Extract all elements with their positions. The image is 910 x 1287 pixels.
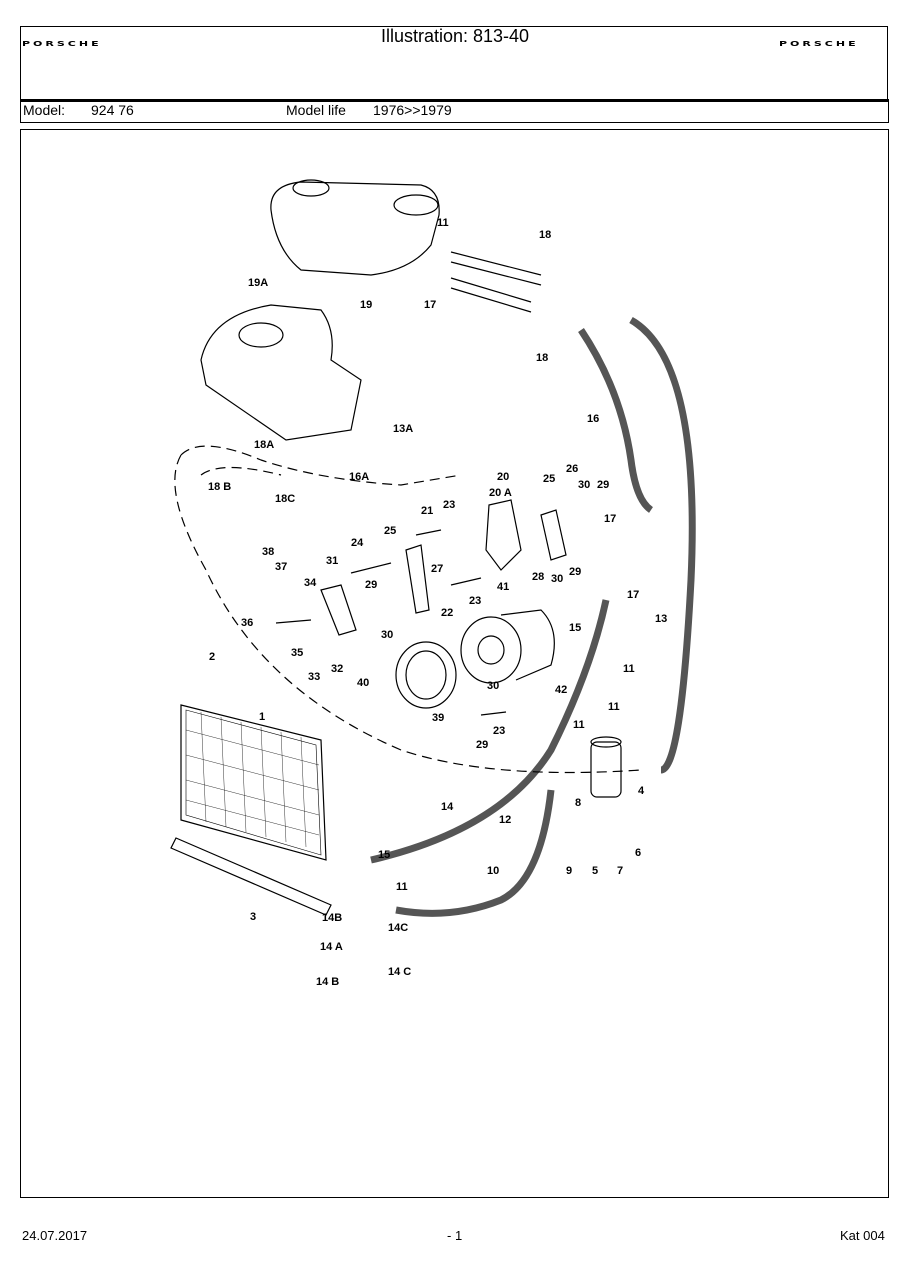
callout-39: 39	[432, 712, 444, 724]
callout-14b-bottom: 14 B	[316, 976, 339, 988]
footer-catalog: Kat 004	[840, 1228, 885, 1243]
callout-4: 4	[638, 785, 645, 797]
callout-26: 26	[566, 463, 578, 475]
condenser-shape	[180, 704, 327, 861]
callout-3: 3	[250, 911, 256, 923]
callout-11b: 11	[573, 719, 585, 731]
blower-unit-shape	[200, 304, 362, 441]
callout-30d: 30	[487, 680, 499, 692]
porsche-logo-right: PORSCHE	[779, 39, 859, 48]
callout-13a: 13A	[393, 423, 413, 435]
callout-15b: 15	[378, 849, 390, 861]
porsche-logo-left: PORSCHE	[22, 39, 102, 48]
callout-14c-bottom: 14 C	[388, 966, 411, 978]
model-life-value: 1976>>1979	[373, 102, 452, 118]
footer-date: 24.07.2017	[22, 1228, 88, 1243]
callout-11d: 11	[608, 701, 620, 713]
callout-27: 27	[431, 563, 443, 575]
diagram-frame: 1 2 3 4 5 6 7 8 9 10 11 11 11 11 11 12 1…	[20, 129, 889, 1198]
callout-30b: 30	[551, 573, 563, 585]
callout-29c: 29	[597, 479, 609, 491]
callout-30a: 30	[381, 629, 393, 641]
callout-8: 8	[575, 797, 581, 809]
callout-18a: 18	[539, 229, 551, 241]
callout-2: 2	[209, 651, 215, 663]
callout-33: 33	[308, 671, 320, 683]
model-life-label: Model life	[286, 102, 346, 118]
callout-23b: 23	[469, 595, 481, 607]
callout-14b-top: 14B	[322, 912, 342, 924]
callout-32: 32	[331, 663, 343, 675]
callout-14: 14	[441, 801, 454, 813]
compressor-shape	[460, 616, 522, 684]
callout-17b: 17	[604, 513, 616, 525]
callout-29d: 29	[476, 739, 488, 751]
callout-18c: 18C	[275, 493, 295, 505]
callout-13: 13	[655, 613, 667, 625]
parts-diagram: 1 2 3 4 5 6 7 8 9 10 11 11 11 11 11 12 1…	[170, 179, 696, 988]
callout-40: 40	[357, 677, 369, 689]
callout-18b: 18	[536, 352, 548, 364]
callout-19a: 19A	[248, 277, 268, 289]
callout-37: 37	[275, 561, 287, 573]
callout-25b: 25	[543, 473, 555, 485]
callout-11a: 11	[437, 217, 449, 229]
callout-10: 10	[487, 865, 499, 877]
callout-41: 41	[497, 581, 509, 593]
callout-6: 6	[635, 847, 641, 859]
callout-35: 35	[291, 647, 303, 659]
callout-24: 24	[351, 537, 364, 549]
callout-18b-label: 18 B	[208, 481, 231, 493]
callout-16: 16	[587, 413, 599, 425]
callout-22: 22	[441, 607, 453, 619]
callout-17a: 17	[424, 299, 436, 311]
receiver-drier-shape	[590, 741, 622, 798]
evaporator-housing-shape	[270, 181, 440, 276]
callout-29b: 29	[569, 566, 581, 578]
callout-31: 31	[326, 555, 338, 567]
callout-11c: 11	[623, 663, 635, 675]
page-title: Illustration: 813-40	[380, 26, 530, 46]
callout-21: 21	[421, 505, 433, 517]
callout-29a: 29	[365, 579, 377, 591]
callout-16a: 16A	[349, 471, 369, 483]
callout-5: 5	[592, 865, 598, 877]
callout-19: 19	[360, 299, 372, 311]
callout-9: 9	[566, 865, 572, 877]
model-row: Model: 924 76 Model life 1976>>1979	[20, 101, 889, 123]
callout-20a: 20 A	[489, 487, 512, 499]
callout-23c: 23	[493, 725, 505, 737]
callout-30c: 30	[578, 479, 590, 491]
callout-14a: 14 A	[320, 941, 343, 953]
callout-11e: 11	[396, 881, 408, 893]
callout-36: 36	[241, 617, 253, 629]
callout-38: 38	[262, 546, 274, 558]
callout-18a-label: 18A	[254, 439, 274, 451]
callout-1: 1	[259, 711, 265, 723]
callout-7: 7	[617, 865, 623, 877]
callout-12: 12	[499, 814, 511, 826]
callout-17c: 17	[627, 589, 639, 601]
model-label: Model:	[23, 102, 66, 118]
callout-25a: 25	[384, 525, 396, 537]
callout-20: 20	[497, 471, 509, 483]
callout-23a: 23	[443, 499, 455, 511]
callout-15a: 15	[569, 622, 581, 634]
callout-34: 34	[304, 577, 317, 589]
callout-42: 42	[555, 684, 567, 696]
model-value: 924 76	[91, 102, 134, 118]
header-divider	[20, 99, 889, 102]
footer-page: - 1	[447, 1228, 463, 1243]
callout-28: 28	[532, 571, 544, 583]
callout-14c-top: 14C	[388, 922, 408, 934]
